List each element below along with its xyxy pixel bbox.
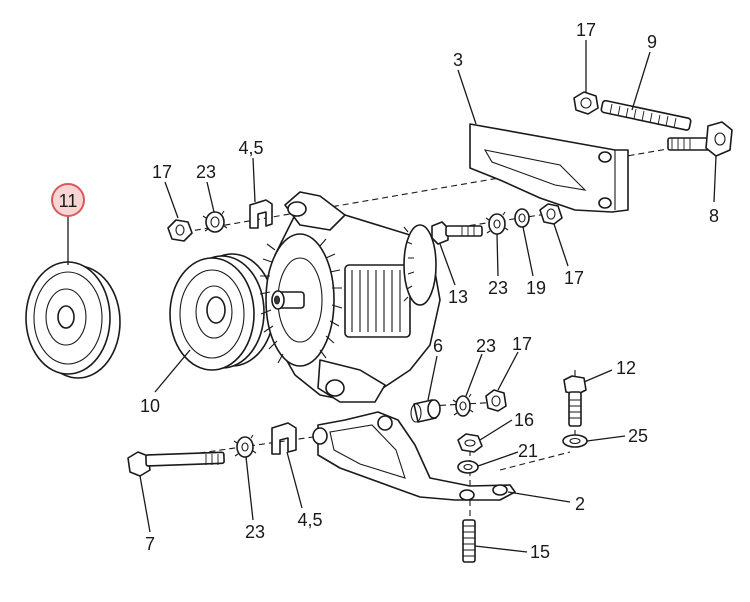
callout-23-right[interactable]: 23 xyxy=(488,278,508,298)
alternator-stator xyxy=(344,264,411,338)
bracket-lower-part-2[interactable] xyxy=(312,411,516,501)
clip-part-4-5-lower[interactable] xyxy=(271,422,297,455)
callout-2[interactable]: 2 xyxy=(575,494,585,514)
callout-4-5-lower[interactable]: 4,5 xyxy=(297,510,322,530)
pulley-double-part-10[interactable] xyxy=(169,253,275,371)
callout-25[interactable]: 25 xyxy=(628,426,648,446)
callout-9[interactable]: 9 xyxy=(647,32,657,52)
callout-17-top[interactable]: 17 xyxy=(576,20,596,40)
callout-17-left[interactable]: 17 xyxy=(152,162,172,182)
callout-23-middle[interactable]: 23 xyxy=(476,336,496,356)
callout-6[interactable]: 6 xyxy=(433,336,443,356)
clip-part-4-5-upper[interactable] xyxy=(249,199,273,229)
long-bolt-part-7[interactable] xyxy=(127,451,225,477)
lock-washer-part-23-left[interactable] xyxy=(202,210,228,233)
hex-nut-part-17-right[interactable] xyxy=(539,203,563,225)
callout-12[interactable]: 12 xyxy=(616,358,636,378)
threaded-rod-part-9[interactable] xyxy=(600,99,692,131)
pulley-small-part-11[interactable] xyxy=(25,261,121,379)
spacer-part-6[interactable] xyxy=(410,399,441,423)
callout-17-middle[interactable]: 17 xyxy=(512,334,532,354)
callout-21[interactable]: 21 xyxy=(518,441,538,461)
hex-nut-part-17-top[interactable] xyxy=(573,91,599,115)
alternator[interactable] xyxy=(259,191,441,403)
callout-labels: 11 10 17 23 4,5 3 17 9 8 13 23 19 17 6 2… xyxy=(51,20,719,562)
leader-lines xyxy=(67,40,717,553)
callout-10[interactable]: 10 xyxy=(140,396,160,416)
hex-nut-part-16[interactable] xyxy=(457,433,483,453)
flat-washer-part-25[interactable] xyxy=(562,434,588,448)
bracket-upper-part-3[interactable] xyxy=(469,123,629,213)
callout-23-left[interactable]: 23 xyxy=(196,162,216,182)
callout-4-5-upper[interactable]: 4,5 xyxy=(238,138,263,158)
bolt-part-12[interactable] xyxy=(563,375,587,427)
lock-washer-part-23-middle[interactable] xyxy=(452,393,474,417)
callout-17-right[interactable]: 17 xyxy=(564,268,584,288)
alternator-cooling-fins xyxy=(259,238,343,364)
callout-15[interactable]: 15 xyxy=(530,542,550,562)
callout-7[interactable]: 7 xyxy=(145,534,155,554)
callout-16[interactable]: 16 xyxy=(514,410,534,430)
callout-highlight-circle[interactable] xyxy=(51,183,85,217)
callout-23-lower[interactable]: 23 xyxy=(245,522,265,542)
hex-nut-part-17-left[interactable] xyxy=(167,219,193,242)
callout-11[interactable]: 11 xyxy=(59,191,78,211)
tension-bolt-part-8[interactable] xyxy=(667,121,733,157)
callout-8[interactable]: 8 xyxy=(709,206,719,226)
flat-washer-part-19[interactable] xyxy=(514,208,530,228)
lock-washer-part-23-lower[interactable] xyxy=(233,434,257,458)
bolt-part-13[interactable] xyxy=(431,221,483,245)
callout-19[interactable]: 19 xyxy=(526,278,546,298)
callout-13[interactable]: 13 xyxy=(448,287,468,307)
lock-washer-part-23-right[interactable] xyxy=(485,211,509,235)
stud-part-15[interactable] xyxy=(462,519,476,563)
flat-washer-part-21[interactable] xyxy=(457,460,479,474)
hex-nut-part-17-middle[interactable] xyxy=(485,389,507,412)
callout-3[interactable]: 3 xyxy=(453,50,463,70)
